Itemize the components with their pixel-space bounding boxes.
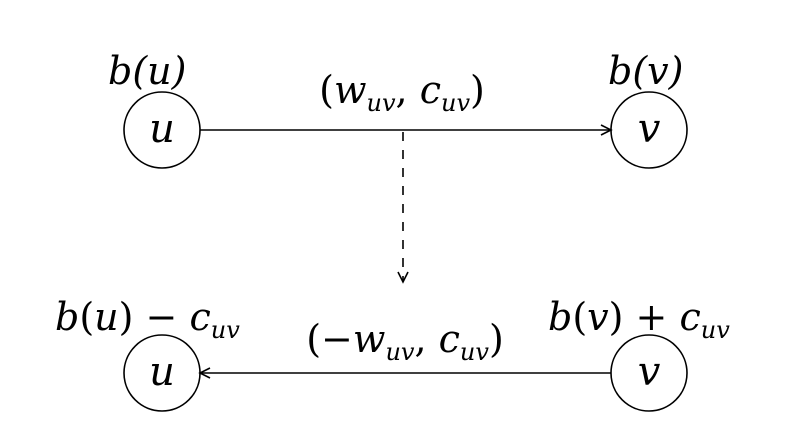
- bottom-node-v-label: v: [638, 349, 661, 395]
- bottom-edge-label: (−wuv, cuv): [306, 317, 504, 366]
- bottom-label-u: b(u) − cuv: [55, 295, 240, 344]
- top-edge-label: (wuv, cuv): [319, 68, 485, 117]
- top-label-u: b(u): [108, 49, 186, 93]
- top-label-v: b(v): [608, 49, 683, 93]
- top-node-v-label: v: [638, 106, 661, 152]
- top-node-u-label: u: [149, 106, 175, 152]
- top-graph: b(u) b(v) u v (wuv, cuv): [108, 49, 688, 169]
- bottom-node-u-label: u: [149, 349, 175, 395]
- bottom-graph: b(u) − cuv b(v) + cuv u v (−wuv, cuv): [55, 295, 730, 412]
